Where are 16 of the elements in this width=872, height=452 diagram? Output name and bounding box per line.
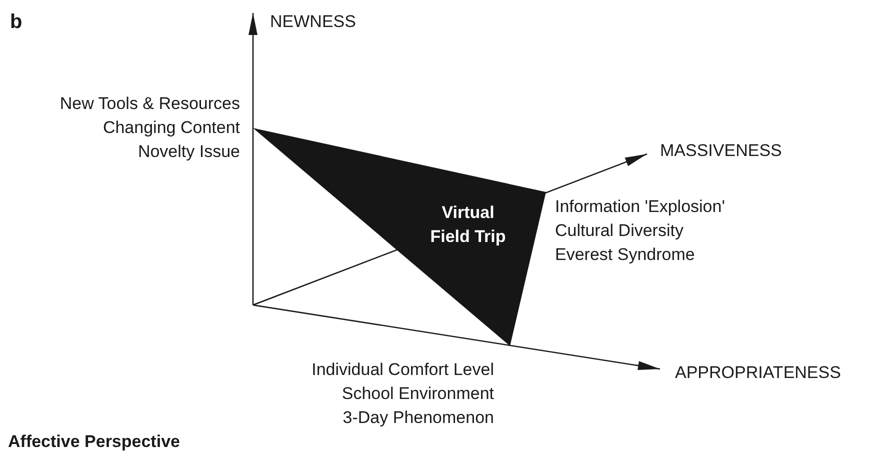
axis-label: MASSIVENESS [660,140,782,162]
axis-label: NEWNESS [270,11,356,33]
caption: Affective Perspective [8,431,180,452]
factor-text: Changing Content [102,117,240,139]
triangle-label: Virtual Field Trip [429,202,507,248]
factor-text: New Tools & Resources [60,93,240,115]
panel-letter: b [10,10,22,34]
factor-text: 3-Day Phenomenon [342,407,494,429]
factor-text: School Environment [342,383,494,405]
factor-text: Everest Syndrome [555,244,695,266]
factor-text: Cultural Diversity [555,220,684,242]
factor-text: Novelty Issue [138,141,240,163]
factor-text: Individual Comfort Level [312,359,494,381]
axis-label: APPROPRIATENESS [675,362,841,384]
factor-text: Information 'Explosion' [555,196,725,218]
virtual-field-trip-triangle [253,128,546,346]
